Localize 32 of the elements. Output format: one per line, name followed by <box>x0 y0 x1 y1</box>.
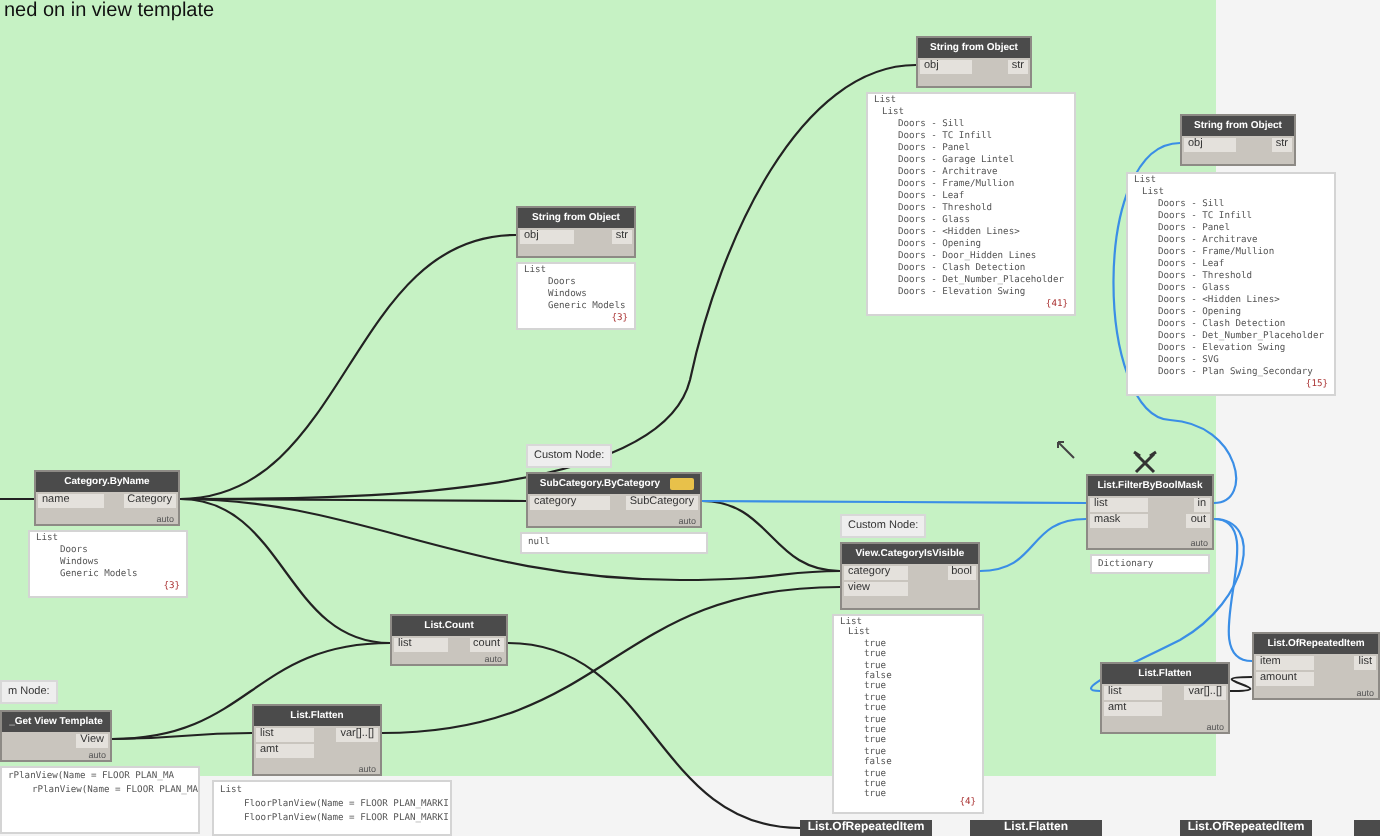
preview-bubble <box>516 262 636 330</box>
wire <box>507 641 801 830</box>
preview-bubble <box>0 766 200 834</box>
preview-bubble <box>1126 172 1336 396</box>
graph-node <box>1180 114 1296 166</box>
graph-node <box>1086 474 1214 550</box>
graph-node <box>840 542 980 610</box>
graph-node <box>0 710 112 762</box>
wire <box>1213 517 1253 663</box>
graph-node <box>252 704 382 776</box>
preview-bubble <box>866 92 1076 316</box>
graph-node <box>34 470 180 526</box>
preview-bubble <box>1090 554 1210 574</box>
preview-bubble <box>212 780 452 836</box>
graph-node <box>526 472 702 528</box>
graph-node <box>1354 820 1380 836</box>
wire <box>702 499 1086 505</box>
graph-node <box>1100 662 1230 734</box>
wire <box>979 517 1087 573</box>
wire <box>1229 675 1253 693</box>
graph-node <box>390 614 508 666</box>
wire <box>381 585 841 735</box>
wire <box>0 497 34 501</box>
graph-node <box>1252 632 1380 700</box>
wire <box>1112 141 1237 505</box>
preview-bubble <box>520 532 708 554</box>
preview-bubble <box>832 614 984 814</box>
graph-node <box>516 206 636 258</box>
graph-node <box>916 36 1032 88</box>
wire <box>111 641 391 741</box>
preview-bubble <box>28 530 188 598</box>
group-title: ned on in view template <box>4 0 215 24</box>
